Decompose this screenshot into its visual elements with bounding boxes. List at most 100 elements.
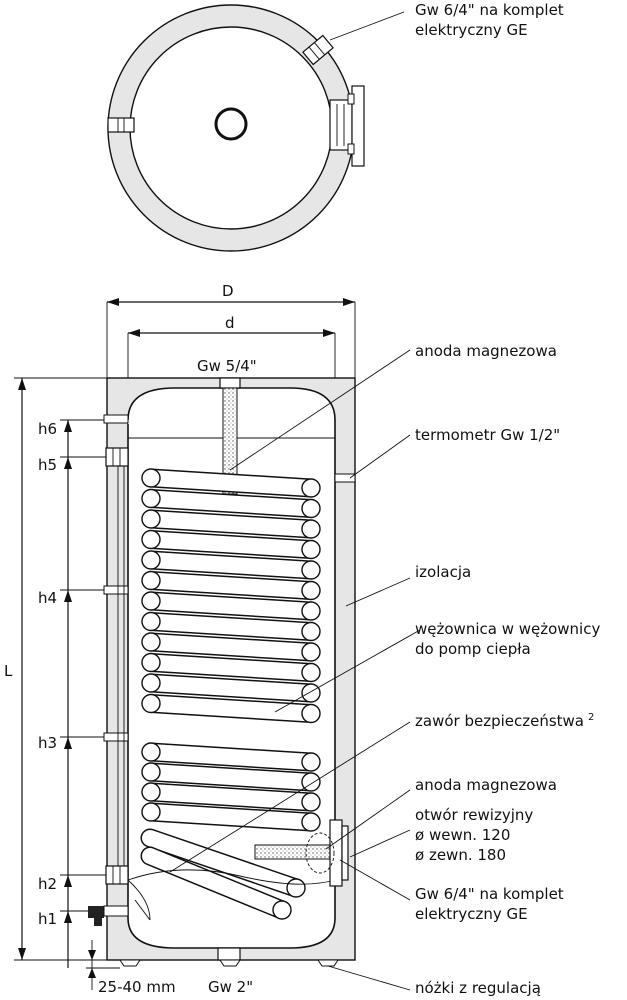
leg-left	[119, 959, 141, 967]
coil-band	[150, 764, 312, 790]
height-dimensions: L h6 h5 h4 h3 h2 h1 25-40 mm Gw 5/4" Gw …	[4, 357, 257, 996]
coil-band	[150, 470, 312, 496]
coil-tube-left	[141, 742, 161, 762]
dim-h6-label: h6	[38, 420, 57, 438]
coil-tube-right	[301, 642, 321, 662]
coil-tube-left	[141, 509, 161, 529]
coil-band	[150, 675, 312, 701]
label-legs: nóżki z regulacją	[415, 979, 541, 997]
label-inspection-2: ø wewn. 120	[415, 826, 510, 844]
coil-tube-right	[301, 560, 321, 580]
callout-labels: anoda magnezowa termometr Gw 1/2" izolac…	[415, 342, 600, 997]
coil-tube-right	[301, 683, 321, 703]
top-view-ge-socket	[302, 34, 334, 66]
callout-leaders	[169, 349, 421, 991]
coil-left-column	[141, 468, 161, 822]
label-coil-1: wężownica w wężownicy	[415, 620, 600, 638]
coil-tube-left	[141, 529, 161, 550]
label-inspection-3: ø zewn. 180	[415, 846, 506, 864]
coil-tube-right	[301, 752, 321, 772]
thermometer-stub	[334, 473, 356, 483]
coil-tube-left	[141, 632, 161, 652]
coil-band	[150, 593, 312, 619]
top-view-left-stub	[107, 117, 135, 133]
top-view-label-1: Gw 6/4" na komplet	[415, 1, 564, 19]
width-dimensions: D d	[106, 282, 356, 410]
coil-tube-left	[141, 693, 161, 714]
coil-band	[150, 490, 312, 517]
dim-h4-label: h4	[38, 589, 57, 607]
coil-tube-right	[301, 792, 321, 812]
label-anode-bottom: anoda magnezowa	[415, 776, 557, 794]
top-connector	[219, 377, 241, 389]
anode-bottom	[254, 844, 336, 860]
coil-tube-left	[141, 550, 161, 570]
coil-band	[150, 695, 312, 722]
dim-h3-label: h3	[38, 734, 57, 752]
coil-tube-right	[301, 498, 321, 519]
coil-band	[150, 613, 312, 640]
label-inspection-1: otwór rewizyjny	[415, 806, 533, 824]
coil-tube-right	[301, 580, 321, 601]
inspection-flange	[329, 819, 343, 887]
coil-links	[150, 468, 312, 832]
stub-h2	[105, 865, 129, 885]
coil-band	[150, 784, 312, 810]
dim-d-label: d	[225, 314, 235, 332]
dim-feet-label: 25-40 mm	[98, 978, 176, 996]
top-view-label-2: elektryczny GE	[415, 21, 528, 39]
coil-band	[150, 531, 312, 558]
coil-band	[150, 511, 312, 537]
coil-tube-right	[301, 601, 321, 621]
stub-h6	[103, 414, 129, 424]
coil-tube-right	[301, 703, 321, 724]
lower-coil	[127, 828, 336, 921]
label-ge-1: Gw 6/4" na komplet	[415, 885, 564, 903]
coil-band	[150, 744, 312, 770]
coil-tube-left	[141, 762, 161, 782]
dim-D-label: D	[222, 282, 234, 300]
coil-band	[150, 654, 312, 681]
dim-L-label: L	[4, 662, 13, 680]
dim-h1-label: h1	[38, 910, 57, 928]
top-view: Gw 6/4" na komplet elektryczny GE	[107, 1, 564, 252]
coil-tube-right	[301, 519, 321, 539]
coil-right-column	[301, 478, 321, 832]
top-view-leader	[329, 11, 405, 41]
coil-tube-right	[301, 812, 321, 832]
label-anode-top: anoda magnezowa	[415, 342, 557, 360]
top-connection-label: Gw 5/4"	[197, 357, 257, 375]
dim-h2-label: h2	[38, 875, 57, 893]
dim-h5-label: h5	[38, 456, 57, 474]
top-view-center-port	[214, 107, 248, 141]
coil-tube-left	[141, 488, 161, 509]
bottom-connector	[217, 947, 241, 961]
safety-valve	[88, 906, 104, 918]
coil-tube-left	[141, 782, 161, 802]
coil-tube-left	[141, 468, 161, 488]
coil-tube-right	[301, 478, 321, 498]
coil-band	[150, 572, 312, 599]
coil-tube-left	[141, 611, 161, 632]
label-insulation: izolacja	[415, 563, 471, 581]
coil-tube-left	[141, 591, 161, 611]
coil-tube-right	[301, 539, 321, 560]
coil-tube-left	[141, 673, 161, 693]
leg-middle	[219, 959, 241, 967]
coil-tube-left	[141, 570, 161, 591]
coil-band	[150, 804, 312, 830]
bottom-connection-label: Gw 2"	[208, 978, 253, 996]
coil-tube-right	[301, 662, 321, 683]
side-view	[88, 377, 356, 967]
stub-h5	[105, 447, 129, 467]
label-ge-2: elektryczny GE	[415, 905, 528, 923]
leg-right	[317, 959, 339, 967]
coil-tube-left	[141, 802, 161, 822]
coil-band	[150, 552, 312, 578]
label-coil-2: do pomp ciepła	[415, 640, 531, 658]
coil-band	[150, 634, 312, 660]
coil-tube-left	[141, 652, 161, 673]
